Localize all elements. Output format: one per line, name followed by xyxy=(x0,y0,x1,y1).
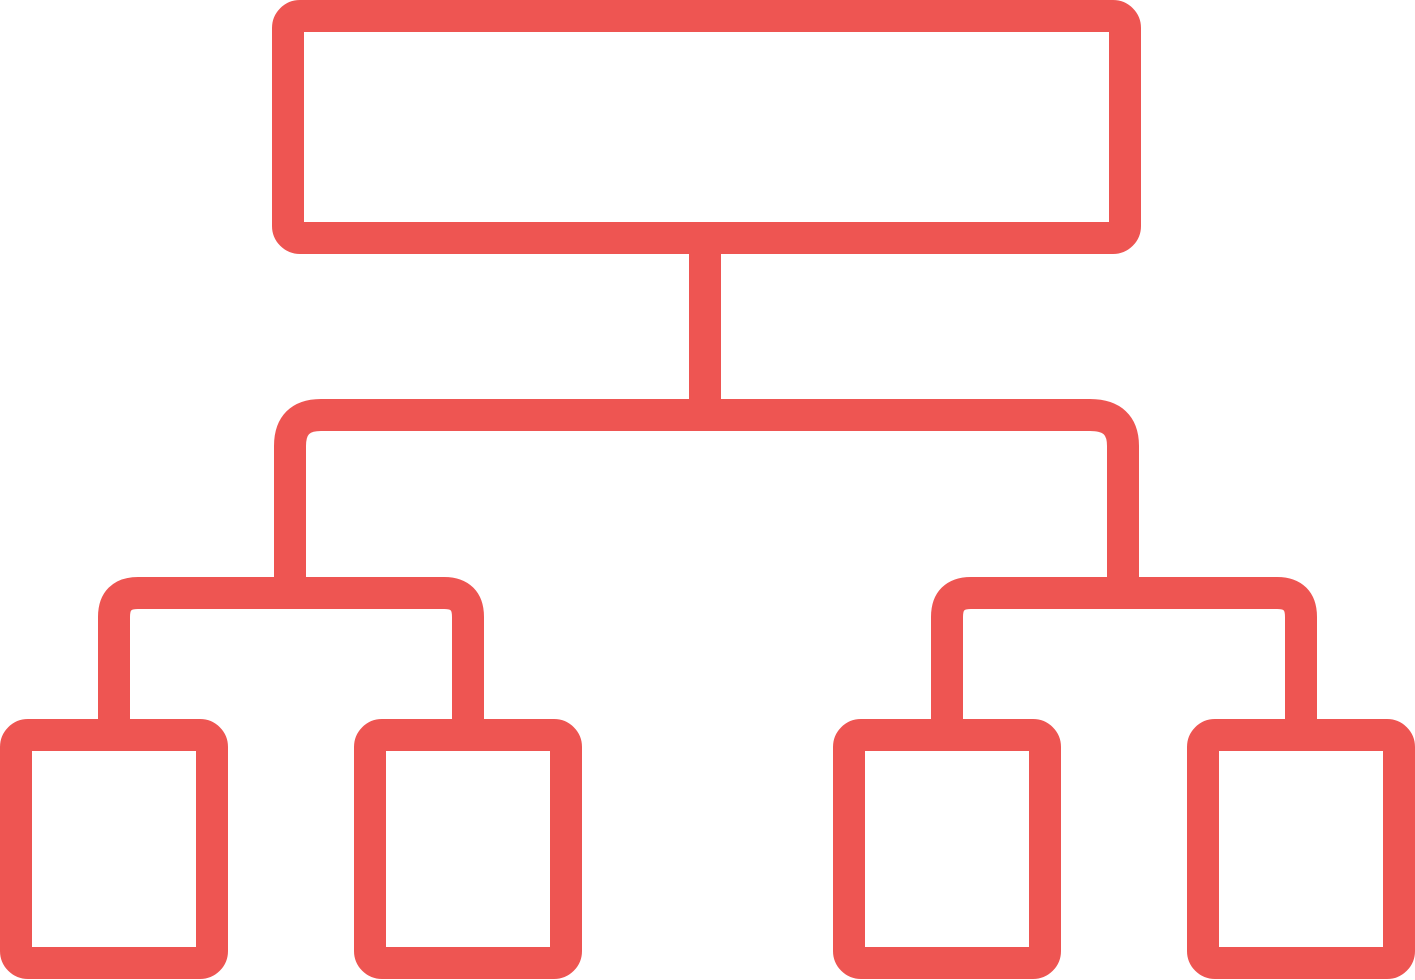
leaf-node-box-4 xyxy=(1187,719,1415,979)
leaf-node-box-1 xyxy=(0,719,228,979)
level-2-branch-connector xyxy=(274,399,1139,578)
leaf-node-box-2 xyxy=(354,719,582,979)
left-subbranch-connector xyxy=(98,577,484,735)
right-subbranch-connector xyxy=(931,577,1317,735)
root-node-box xyxy=(272,0,1141,254)
leaf-node-box-3 xyxy=(833,719,1061,979)
